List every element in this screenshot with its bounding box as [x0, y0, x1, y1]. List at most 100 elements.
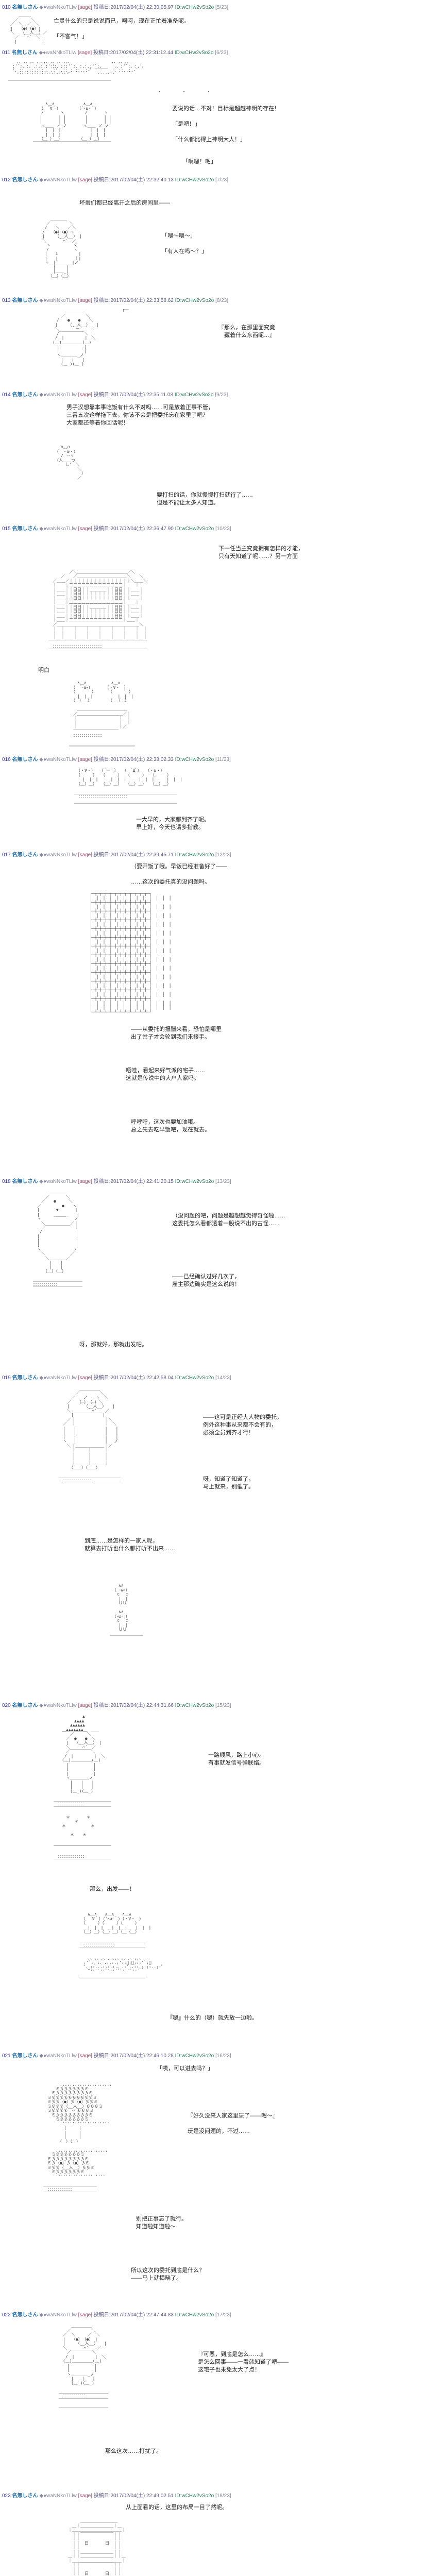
ascii-art: ,、,、,、,,､,、,、,、,,､ ,、,、,、 ;'`;、:、.:,:.;'…: [8, 59, 144, 81]
poster-trip: ◆●waNNkoTLlw: [39, 757, 77, 762]
dialogue-text: 唔哇，看起来好气派的宅子…… 这就是传说中的大户人家吗。: [126, 1067, 205, 1081]
post: 020 名無しさん ◆●waNNkoTLlw [sage] 投稿日:2017/0…: [2, 1702, 438, 2053]
post-number: 010: [2, 5, 11, 10]
poster-id: ID:wCHw2vSo2o: [175, 526, 214, 532]
poster-id: ID:wCHw2vSo2o: [174, 392, 214, 398]
ascii-art: ＿＿＿＿＿＿＿＿＿ ＿｜＿＿＿＿＿＿＿＿｜＿ ｜＿＿＿＿＿＿＿＿＿＿＿＿｜ ｜｜…: [68, 2519, 126, 2576]
ascii-art: ＿＿＿＿ ／ ＼ ／ ● ＼ ／ ● ヽ | ▼ | | ＿＿＿ | ヽ ￣￣￣…: [33, 1190, 82, 1291]
post-date: 投稿日:2017/02/04(土) 22:33:58.62: [93, 298, 174, 303]
post-number: 023: [2, 2493, 11, 2499]
ascii-art: ∧∧ （ ･ω･） ⊂ ⊃ | | ＵＵ ∧∧ （･ω･ ） ⊂ ⊃ | | Ｕ…: [110, 1583, 143, 1640]
dialogue-text: 呀，知道了知道了， 马上就来，别催了。: [203, 1476, 254, 1490]
post-body: ＿＿＿ ／ ＼ ／ ＼ ／ ＼ | （●）（●）| ＼ （__人__）／ ／ ｀…: [2, 12, 438, 49]
poster-trip: ◆●waNNkoTLlw: [39, 1179, 77, 1184]
post-header: 020 名無しさん ◆●waNNkoTLlw [sage] 投稿日:2017/0…: [2, 1702, 438, 1710]
post-count: [18/23]: [215, 2493, 231, 2499]
post: 017 名無しさん ◆●waNNkoTLlw [sage] 投稿日:2017/0…: [2, 852, 438, 1178]
poster-name: 名無しさん: [12, 2312, 38, 2318]
poster-trip: ◆●waNNkoTLlw: [39, 852, 77, 858]
ascii-art: ┌─┬─┬─┬─┬─┬─┬─┬─┬─┬─┬─┬─┐ │ │ │ │ │ │ │ …: [90, 891, 172, 1014]
mail-sage: [sage]: [78, 1703, 92, 1708]
dialogue-text: 一路顺风，路上小心。 有事就发信号弹联络。: [208, 1752, 265, 1766]
post-body: 下一任当主究竟拥有怎样的才能， 只有天知道了呢……？另一方面 ＿＿＿＿＿＿＿＿＿…: [2, 534, 438, 756]
dialogue-text: 从上面看的话，这里的布局一目了然呢。: [126, 2504, 228, 2511]
dialogue-text: ——已经确认过好几次了， 雇主那边确实是这么说的！: [172, 1274, 240, 1287]
post-body: 坏蛋们都已经离开之后的房间里—— ＿＿＿＿ ／ ＼ / ＼ ／＼ / （●）（●…: [2, 185, 438, 297]
post: 019 名無しさん ◆●waNNkoTLlw [sage] 投稿日:2017/0…: [2, 1375, 438, 1702]
post-number: 012: [2, 177, 11, 183]
post-number: 015: [2, 526, 11, 532]
dialogue-text: 要打扫的话，你就慢慢打扫就行了…… 但是不能让太多人知道。: [157, 492, 253, 506]
dialogue-text: （要开饭了哦。早饭已经准备好了—— ……这次的委托真的没问题吗。: [131, 863, 227, 885]
ascii-art: ,,,,,,,,,,,,,,,,,,,,, ミ彡彡彡彡彡彡ミ ミ彡彡彡彡彡彡彡彡…: [43, 2082, 112, 2196]
post-date: 投稿日:2017/02/04(土) 22:32:40.13: [93, 177, 174, 183]
post-date: 投稿日:2017/02/04(土) 22:42:58.04: [93, 1375, 174, 1381]
post-body: 男子汉想靠本事吃饭有什么不对吗……可是放着正事不管， 三番五次这样拖下去，你该不…: [2, 400, 438, 526]
post-count: [8/23]: [215, 298, 228, 303]
mail-sage: [sage]: [78, 5, 92, 10]
post-body: （・∀・） （´ー｀） （ ﾟДﾟ） （・ω・） （ ） （ ） （ ） （ ）…: [2, 765, 438, 852]
post-body: ＿＿＿＿＿ ／ ＼ ／ ＼ ／ ＼ | （●） （●） | | （__人__） …: [2, 2320, 438, 2493]
poster-name: 名無しさん: [12, 177, 38, 183]
poster-name: 名無しさん: [12, 392, 38, 398]
poster-trip: ◆●waNNkoTLlw: [39, 1703, 77, 1708]
ascii-art: ∩＿∩ （ ・ω・） / ⌒ヽ （人＿＿つ し' ＼ ＼ ） ／: [56, 445, 86, 480]
poster-name: 名無しさん: [12, 5, 38, 10]
post-body: 「咦，可以进去吗？」 ,,,,,,,,,,,,,,,,,,,,, ミ彡彡彡彡彡彡…: [2, 2061, 438, 2312]
dialogue-text: （没问题的吧，问题是越想越觉得奇怪啦…… 这委托怎么看都透着一股说不出的古怪……: [172, 1213, 285, 1227]
dialogue-text: 『好久没来人家这里玩了——嗯～』 玩是没问题的，不过……: [188, 2113, 278, 2134]
post-header: 012 名無しさん ◆●waNNkoTLlw [sage] 投稿日:2017/0…: [2, 177, 438, 185]
post-count: [9/23]: [215, 392, 228, 398]
ascii-art: ∧＿∧ ∧＿∧ （ ´･ω･） （・∀・ ） （ ） （ ） | | | | |…: [69, 681, 135, 751]
post-count: [16/23]: [215, 2053, 231, 2059]
poster-trip: ◆●waNNkoTLlw: [39, 298, 77, 303]
mail-sage: [sage]: [78, 298, 92, 303]
poster-name: 名無しさん: [12, 2493, 38, 2499]
post-header: 017 名無しさん ◆●waNNkoTLlw [sage] 投稿日:2017/0…: [2, 852, 438, 860]
dialogue-text: 那么这次……打扰了。: [105, 2448, 162, 2454]
dialogue-text: 明白: [38, 667, 49, 673]
mail-sage: [sage]: [78, 757, 92, 762]
dialogue-text: 呀，那就好，那就出发吧。: [79, 1342, 147, 1348]
poster-name: 名無しさん: [12, 852, 38, 858]
post: 023 名無しさん ◆●waNNkoTLlw [sage] 投稿日:2017/0…: [2, 2493, 438, 2576]
post-body: ,、,、,、,,､,、,、,、,,､ ,、,、,、 ;'`;、:、.:,:.;'…: [2, 58, 438, 177]
post: 011 名無しさん ◆●waNNkoTLlw [sage] 投稿日:2017/0…: [2, 49, 438, 177]
post-number: 014: [2, 392, 11, 398]
mail-sage: [sage]: [78, 1375, 92, 1381]
poster-id: ID:wCHw2vSo2o: [175, 1179, 214, 1184]
ascii-art: ＿＿＿＿＿ 「￣ ／ ＼ / ● ● ＼ | （__人__） | ＼ ｀ー´ ／…: [52, 309, 129, 366]
post-date: 投稿日:2017/02/04(土) 22:49:02.51: [93, 2493, 174, 2499]
dialogue-text: 『那么，在那里面究竟 藏着什么东西呢…』: [218, 325, 275, 338]
poster-id: ID:wCHw2vSo2o: [175, 1703, 214, 1708]
post: 018 名無しさん ◆●waNNkoTLlw [sage] 投稿日:2017/0…: [2, 1178, 438, 1375]
post-count: [14/23]: [215, 1375, 231, 1381]
post: 013 名無しさん ◆●waNNkoTLlw [sage] 投稿日:2017/0…: [2, 297, 438, 392]
post-date: 投稿日:2017/02/04(土) 22:31:12.44: [93, 50, 174, 56]
post-date: 投稿日:2017/02/04(土) 22:36:47.90: [93, 526, 174, 532]
mail-sage: [sage]: [78, 526, 92, 532]
dialogue-text: 「啊嗯！嗯」: [182, 159, 216, 165]
ascii-art: ∧＿∧ ∧＿∧ （ ´∀｀） （´･ω･｀） / ヽ / ヽ | | | | |…: [33, 101, 112, 146]
mail-sage: [sage]: [78, 2493, 92, 2499]
ascii-art: ＿＿＿ ／ ＼ ／ ＼ ／ ＼ | （●）（●）| ＼ （__人__）／ ／ ｀…: [10, 13, 47, 44]
post-number: 021: [2, 2053, 11, 2059]
mail-sage: [sage]: [78, 2312, 92, 2318]
post-date: 投稿日:2017/02/04(土) 22:47:44.83: [93, 2312, 174, 2318]
poster-trip: ◆●waNNkoTLlw: [39, 526, 77, 532]
dialogue-text: 「咦，可以进去吗？」: [157, 2065, 213, 2072]
post: 021 名無しさん ◆●waNNkoTLlw [sage] 投稿日:2017/0…: [2, 2053, 438, 2312]
dialogue-text: ——这可是正经大人物的委托， 例外这种事从来都不会有的， 必须全员到齐才行！: [203, 1414, 282, 1436]
post-body: 从上面看的话，这里的布局一目了然呢。 ＿＿＿＿＿＿＿＿＿ ＿｜＿＿＿＿＿＿＿＿｜…: [2, 2501, 438, 2576]
post-header: 022 名無しさん ◆●waNNkoTLlw [sage] 投稿日:2017/0…: [2, 2312, 438, 2320]
post-count: [12/23]: [215, 852, 231, 858]
post-header: 016 名無しさん ◆●waNNkoTLlw [sage] 投稿日:2017/0…: [2, 756, 438, 765]
post: 016 名無しさん ◆●waNNkoTLlw [sage] 投稿日:2017/0…: [2, 756, 438, 852]
poster-id: ID:wCHw2vSo2o: [175, 1375, 214, 1381]
post-date: 投稿日:2017/02/04(土) 22:44:31.66: [93, 1703, 174, 1708]
ascii-art: ＿＿＿＿＿ ／ ＼ ／ ＼ ／ ＼ | （●） （●） | | （__人__） …: [59, 2324, 108, 2412]
post-body: ▲ ▲▲▲▲ ▲▲▲▲▲▲ ＿▲▲▲▲▲▲▲＿ ￣￣／￣￣￣＼￣￣ ／ ● ● …: [2, 1710, 438, 2053]
ascii-art: ∧＿∧ ∧＿∧ ∧＿∧ （ ´∀｀）（´･ω･｀）（・∀・ ） （ ）（ ）（ …: [79, 1912, 163, 1982]
ascii-art: ＿＿＿＿＿ ／ ＼ ／ ＿ノ ヽ＿＼ ／ （―） （―）＼ | （__人__） …: [59, 1386, 121, 1487]
post-date: 投稿日:2017/02/04(土) 22:30:05.97: [93, 5, 174, 10]
